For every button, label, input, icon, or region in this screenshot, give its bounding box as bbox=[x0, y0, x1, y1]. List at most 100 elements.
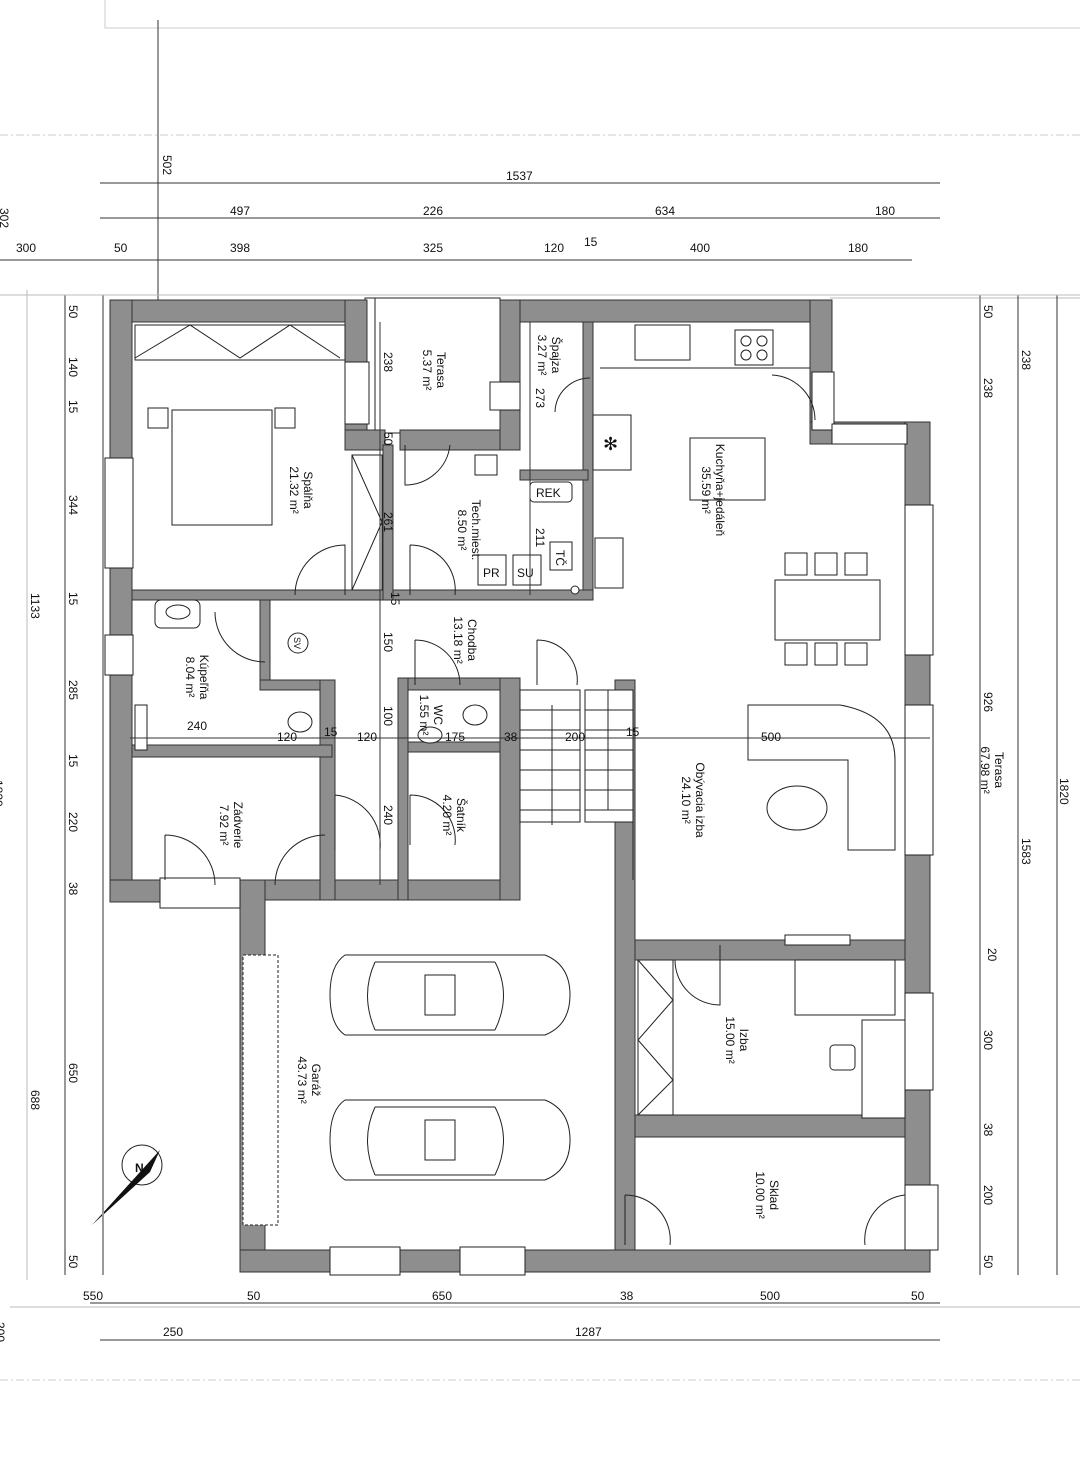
snowflake-icon: ✻ bbox=[603, 434, 618, 454]
svg-text:1133: 1133 bbox=[28, 593, 42, 619]
svg-text:238: 238 bbox=[381, 352, 395, 372]
svg-text:300: 300 bbox=[16, 241, 36, 255]
svg-text:Garáž: Garáž bbox=[309, 1064, 323, 1097]
svg-text:35.59 m²: 35.59 m² bbox=[699, 466, 713, 513]
svg-text:21.32 m²: 21.32 m² bbox=[287, 466, 301, 513]
svg-text:15: 15 bbox=[584, 235, 598, 249]
svg-text:688: 688 bbox=[28, 1090, 42, 1110]
desk bbox=[794, 959, 896, 1016]
wardrobe bbox=[637, 959, 674, 1116]
svg-text:50: 50 bbox=[66, 1255, 80, 1269]
svg-text:240: 240 bbox=[187, 719, 207, 733]
svg-text:650: 650 bbox=[66, 1063, 80, 1083]
svg-text:300: 300 bbox=[981, 1030, 995, 1050]
svg-text:50: 50 bbox=[911, 1289, 925, 1303]
svg-text:226: 226 bbox=[423, 204, 443, 218]
svg-text:38: 38 bbox=[620, 1289, 634, 1303]
svg-text:15: 15 bbox=[626, 725, 640, 739]
svg-text:175: 175 bbox=[445, 730, 465, 744]
svg-text:8.50 m²: 8.50 m² bbox=[455, 510, 469, 551]
svg-text:15: 15 bbox=[66, 754, 80, 768]
pr-label: PR bbox=[483, 566, 500, 580]
svg-text:15.00 m²: 15.00 m² bbox=[723, 1016, 737, 1063]
svg-text:Šatník: Šatník bbox=[454, 798, 469, 833]
svg-text:Kúpeľňa: Kúpeľňa bbox=[197, 655, 211, 700]
svg-text:502: 502 bbox=[160, 155, 174, 175]
svg-text:Terasa: Terasa bbox=[992, 752, 1006, 788]
tv-icon bbox=[784, 934, 851, 946]
svg-text:238: 238 bbox=[1019, 350, 1033, 370]
svg-text:325: 325 bbox=[423, 241, 443, 255]
svg-text:Zádverie: Zádverie bbox=[231, 802, 245, 849]
room-wc: WC1.55 m² bbox=[417, 695, 445, 736]
svg-text:500: 500 bbox=[761, 730, 781, 744]
svg-text:WC: WC bbox=[431, 705, 445, 725]
svg-text:1.55 m²: 1.55 m² bbox=[417, 695, 431, 736]
svg-text:50: 50 bbox=[381, 432, 395, 446]
car-icon bbox=[329, 954, 571, 1036]
svg-text:20: 20 bbox=[985, 948, 999, 962]
svg-text:180: 180 bbox=[875, 204, 895, 218]
svg-text:240: 240 bbox=[381, 805, 395, 825]
dining-table bbox=[774, 579, 881, 641]
svg-text:10.00 m²: 10.00 m² bbox=[753, 1171, 767, 1218]
dryer bbox=[512, 554, 542, 586]
svg-text:50: 50 bbox=[247, 1289, 261, 1303]
svg-text:634: 634 bbox=[655, 204, 675, 218]
svg-text:5.37 m²: 5.37 m² bbox=[420, 350, 434, 391]
washer bbox=[477, 554, 507, 586]
svg-text:180: 180 bbox=[848, 241, 868, 255]
svg-text:Kuchyňa+jedáleň: Kuchyňa+jedáleň bbox=[713, 444, 727, 536]
dimension-lines bbox=[0, 182, 1080, 1341]
svg-text:302: 302 bbox=[0, 208, 11, 228]
svg-text:200: 200 bbox=[0, 1322, 7, 1342]
svg-text:650: 650 bbox=[432, 1289, 452, 1303]
svg-text:926: 926 bbox=[981, 692, 995, 712]
svg-text:1537: 1537 bbox=[506, 169, 533, 183]
svg-text:Sklad: Sklad bbox=[767, 1180, 781, 1210]
svg-text:100: 100 bbox=[381, 706, 395, 726]
svg-text:1287: 1287 bbox=[575, 1325, 602, 1339]
svg-text:50: 50 bbox=[66, 305, 80, 319]
svg-text:N: N bbox=[135, 1161, 144, 1175]
svg-text:15: 15 bbox=[388, 592, 402, 606]
svg-text:150: 150 bbox=[381, 632, 395, 652]
plot-boundary-lines bbox=[0, 0, 1080, 1381]
wardrobe bbox=[134, 324, 346, 361]
svg-text:Izba: Izba bbox=[737, 1029, 751, 1052]
svg-text:211: 211 bbox=[533, 528, 547, 547]
toilet-icon bbox=[287, 711, 313, 733]
su-label: SU bbox=[517, 566, 534, 580]
svg-text:43.73 m²: 43.73 m² bbox=[295, 1056, 309, 1103]
svg-text:220: 220 bbox=[66, 812, 80, 832]
equipment-labels: REK PR SU TČ SV bbox=[287, 481, 573, 654]
kitchen-island bbox=[689, 437, 766, 501]
svg-text:120: 120 bbox=[277, 730, 297, 744]
svg-text:15: 15 bbox=[66, 592, 80, 606]
svg-text:1583: 1583 bbox=[1019, 838, 1033, 865]
svg-text:273: 273 bbox=[533, 388, 547, 408]
dimension-texts: 1537 497 226 634 180 300 50 398 325 120 … bbox=[0, 155, 1071, 1342]
svg-text:Obývacia izba: Obývacia izba bbox=[693, 762, 707, 838]
svg-text:1820: 1820 bbox=[1057, 778, 1071, 805]
svg-text:3.27 m²: 3.27 m² bbox=[535, 335, 549, 376]
sv-label: SV bbox=[292, 637, 302, 649]
svg-text:38: 38 bbox=[981, 1123, 995, 1137]
stove-icon bbox=[734, 329, 774, 366]
radiator-icon bbox=[134, 704, 148, 751]
wc-sink-icon bbox=[417, 726, 443, 744]
toilet-icon bbox=[462, 704, 488, 726]
staircase bbox=[519, 689, 634, 880]
north-arrow-icon: N bbox=[92, 1144, 163, 1225]
svg-text:Tech.miest.: Tech.miest. bbox=[469, 500, 483, 561]
